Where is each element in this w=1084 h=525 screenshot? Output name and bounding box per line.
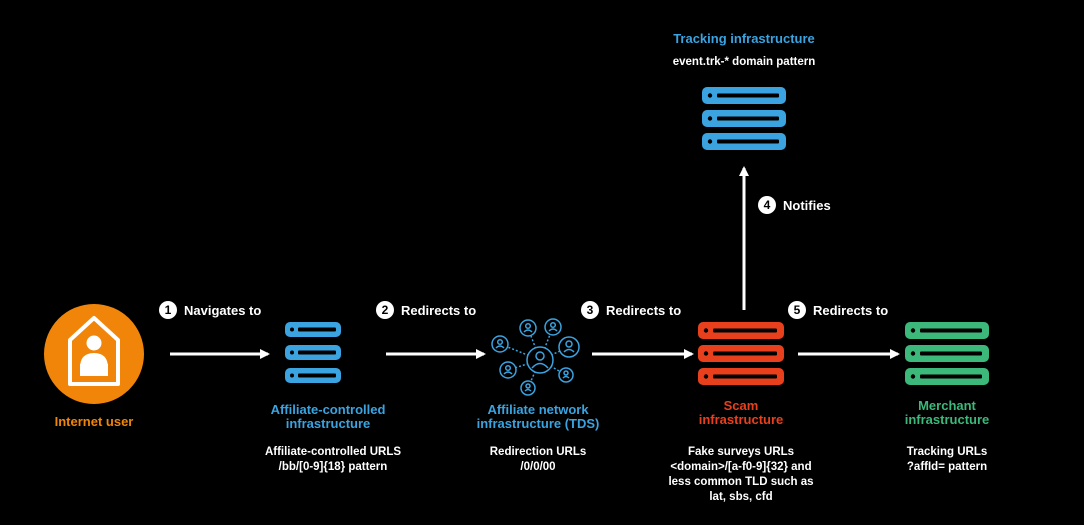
step-1-label: 1 Navigates to [159,301,261,319]
tracking-title: Tracking infrastructure [673,31,815,46]
step-3-text: Redirects to [606,302,682,318]
merchant-desc-line2: ?affId= pattern [906,461,988,473]
step-5-text: Redirects to [813,302,889,318]
merchant-title-line2: infrastructure [904,412,990,427]
affiliate-controlled-desc-line1: Affiliate-controlled URLS [264,446,402,458]
affiliate-network-desc-line1: Redirection URLs [489,446,587,458]
scam-title: Scam infrastructure [666,399,816,427]
step-5-number: 5 [788,301,806,319]
scam-desc-line1: Fake surveys URLs [687,446,795,458]
affiliate-network-desc: Redirection URLs /0/0/00 [451,445,625,475]
step-5-label: 5 Redirects to [788,301,888,319]
merchant-title-line1: Merchant [918,398,976,413]
step-4-number: 4 [758,196,776,214]
merchant-desc-line1: Tracking URLs [906,446,988,458]
merchant-title: Merchant infrastructure [872,399,1022,427]
affiliate-network-title-line1: Affiliate network [487,402,589,417]
scam-desc-line2: <domain>/[a-f0-9]{32} and [670,461,812,473]
step-4-label: 4 Notifies [758,196,831,214]
scam-desc: Fake surveys URLs <domain>/[a-f0-9]{32} … [646,445,836,505]
merchant-desc: Tracking URLs ?affId= pattern [872,445,1022,475]
step-1-text: Navigates to [184,302,262,318]
scam-title-line1: Scam [723,398,759,413]
step-4-text: Notifies [783,197,831,213]
affiliate-network-desc-line2: /0/0/00 [520,461,556,473]
affiliate-controlled-desc-line2: /bb/[0-9]{18} pattern [278,461,388,473]
affiliate-controlled-title: Affiliate-controlled infrastructure [238,403,418,431]
scam-title-line2: infrastructure [698,412,784,427]
step-2-number: 2 [376,301,394,319]
network-users-icon [491,318,580,396]
affiliate-controlled-title-line2: infrastructure [285,416,371,431]
affiliate-controlled-desc: Affiliate-controlled URLS /bb/[0-9]{18} … [238,445,428,475]
affiliate-controlled-title-line1: Affiliate-controlled [270,402,386,417]
affiliate-network-title: Affiliate network infrastructure (TDS) [451,403,625,431]
step-3-number: 3 [581,301,599,319]
internet-user-label: Internet user [54,414,134,429]
step-3-label: 3 Redirects to [581,301,681,319]
user-house-icon [44,304,144,404]
step-2-text: Redirects to [401,302,477,318]
scam-desc-line4: lat, sbs, cfd [709,491,773,503]
affiliate-network-title-line2: infrastructure (TDS) [476,416,600,431]
step-2-label: 2 Redirects to [376,301,476,319]
tracking-desc: event.trk-* domain pattern [672,56,816,68]
scam-desc-line3: less common TLD such as [668,476,814,488]
step-1-number: 1 [159,301,177,319]
